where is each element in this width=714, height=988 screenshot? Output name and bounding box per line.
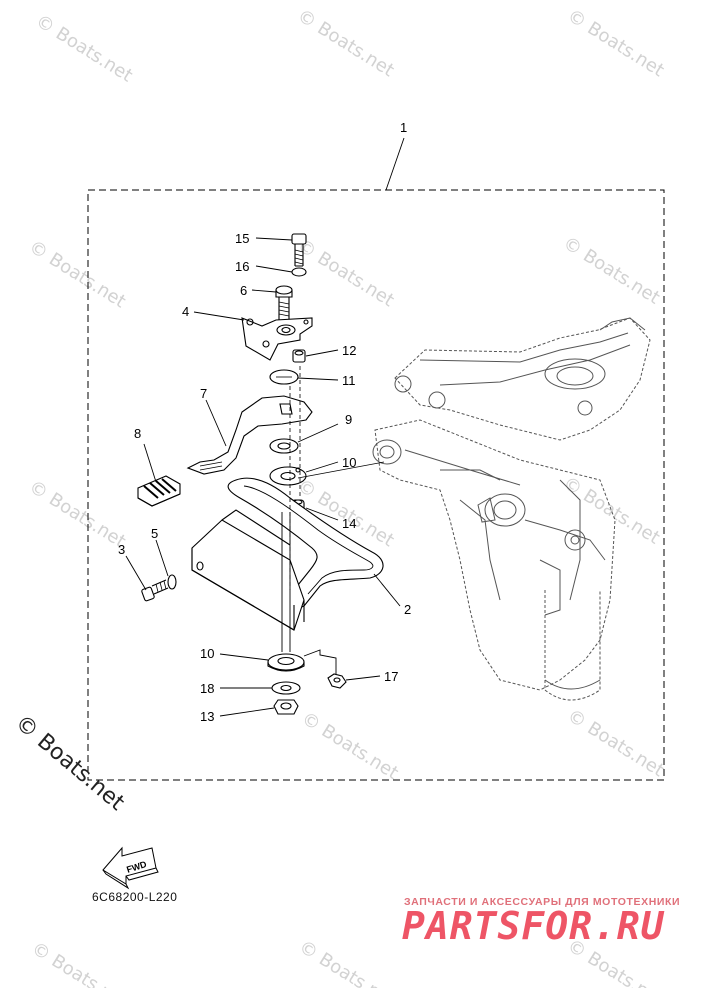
diagram-code: 6C68200-L220 xyxy=(92,890,178,904)
watermark-13: © Boats.net xyxy=(295,936,399,988)
washer-11 xyxy=(269,369,299,385)
nut-12 xyxy=(292,349,306,363)
watermark-9: © Boats.net xyxy=(559,473,663,549)
washer-16 xyxy=(291,267,307,277)
callout-17: 17 xyxy=(384,669,398,684)
watermark-2: © Boats.net xyxy=(293,5,397,81)
callout-10-upper: 10 xyxy=(342,455,356,470)
callout-9: 9 xyxy=(345,412,352,427)
callout-16: 16 xyxy=(235,259,249,274)
callout-labels: 1 15 16 6 4 12 11 7 9 8 10 14 3 5 2 10 1… xyxy=(118,120,411,724)
callout-18: 18 xyxy=(200,681,214,696)
washer-10-upper xyxy=(269,466,307,486)
callout-5: 5 xyxy=(151,526,158,541)
nut-17 xyxy=(327,673,347,689)
leader-lines xyxy=(125,137,405,717)
mounting-bracket-2 xyxy=(191,477,384,631)
callout-12: 12 xyxy=(342,343,356,358)
watermark-12: © Boats.net xyxy=(28,938,132,988)
watermark-1: © Boats.net xyxy=(32,11,136,87)
watermark-layer: © Boats.net © Boats.net © Boats.net © Bo… xyxy=(25,5,668,988)
callout-15: 15 xyxy=(235,231,249,246)
washer-9 xyxy=(269,438,299,454)
callout-2: 2 xyxy=(404,602,411,617)
nut-13 xyxy=(273,699,299,715)
leader-housing xyxy=(297,461,385,479)
callout-4: 4 xyxy=(182,304,189,319)
washer-5 xyxy=(167,574,177,590)
callout-3: 3 xyxy=(118,542,125,557)
leader-bend xyxy=(303,649,337,676)
callout-8: 8 xyxy=(134,426,141,441)
assembly-boundary xyxy=(87,189,665,781)
bracket-4 xyxy=(241,317,313,361)
watermark-7: © Boats.net xyxy=(25,476,129,552)
promo-brand-logo[interactable]: PARTSFOR.RU xyxy=(402,904,665,948)
watermark-3: © Boats.net xyxy=(563,5,667,81)
promo-caption: ЗАПЧАСТИ И АКСЕССУАРЫ ДЛЯ МОТОТЕХНИКИ xyxy=(404,896,681,908)
pin-6 xyxy=(275,285,293,321)
watermark-11: © Boats.net xyxy=(563,705,667,781)
bolt-3 xyxy=(141,579,169,602)
copyright-watermark: © Boats.net xyxy=(10,710,129,816)
forward-arrow-icon: FWD xyxy=(102,846,159,890)
pivot-shaft xyxy=(281,366,301,652)
parts-layer xyxy=(137,233,385,715)
link-arm-7 xyxy=(186,395,313,475)
outboard-bracket-housing xyxy=(372,317,651,701)
watermark-5: © Boats.net xyxy=(293,235,397,311)
watermark-6: © Boats.net xyxy=(559,233,663,309)
bolt-15 xyxy=(291,233,307,267)
callout-11: 11 xyxy=(342,373,356,388)
callout-6: 6 xyxy=(240,283,247,298)
watermark-10: © Boats.net xyxy=(298,708,402,784)
watermark-4: © Boats.net xyxy=(25,236,129,312)
callout-7: 7 xyxy=(200,386,207,401)
callout-14: 14 xyxy=(342,516,356,531)
washer-10-lower xyxy=(267,653,305,672)
rubber-grip-8 xyxy=(137,475,181,507)
callout-10-lower: 10 xyxy=(200,646,214,661)
callout-1: 1 xyxy=(400,120,407,135)
callout-13: 13 xyxy=(200,709,214,724)
copyright-text: © Boats.net xyxy=(10,710,129,816)
washer-18 xyxy=(271,681,301,695)
